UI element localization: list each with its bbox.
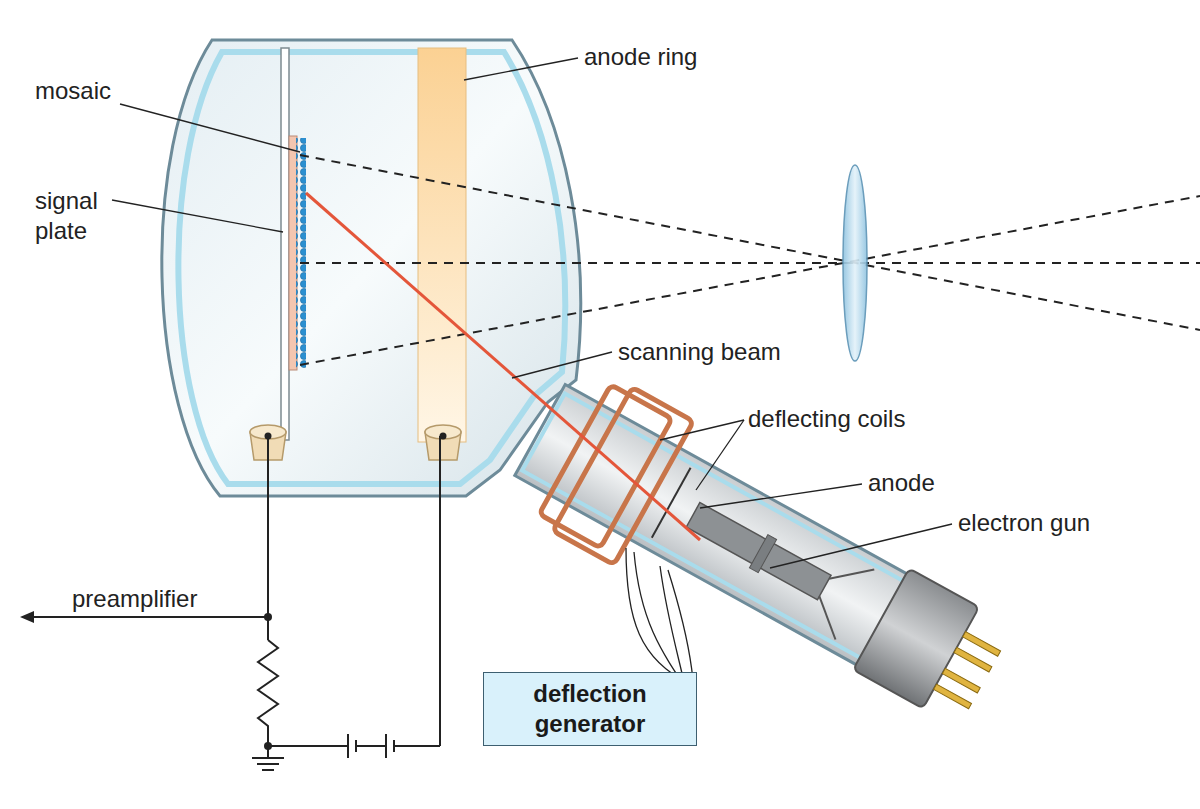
- mosaic-backing: [289, 136, 297, 370]
- junction-dot: [264, 742, 272, 750]
- signal-plate-label: signal plate: [35, 186, 115, 246]
- glass-bulb: [162, 40, 581, 496]
- generator-box: deflection generator: [483, 672, 697, 746]
- electron-gun-label: electron gun: [958, 508, 1090, 538]
- electron-gun: [686, 503, 831, 600]
- junction-dot: [264, 613, 272, 621]
- scanning-beam: [306, 193, 700, 540]
- generator-label: deflection generator: [503, 679, 677, 739]
- leader-lines: [112, 58, 952, 568]
- sockets: [250, 425, 461, 460]
- lens: [843, 165, 867, 361]
- scanning-beam-label: scanning beam: [618, 337, 781, 367]
- glass-inner: [178, 52, 565, 484]
- deflecting-coils-label: deflecting coils: [748, 404, 905, 434]
- preamplifier-label: preamplifier: [72, 584, 197, 614]
- anode-ring: [418, 48, 466, 442]
- tube-base: [853, 568, 979, 708]
- anode-label: anode: [868, 468, 935, 498]
- tube-neck: [500, 358, 1026, 749]
- arrowhead: [20, 611, 34, 623]
- anode-ring-label: anode ring: [584, 42, 697, 72]
- light-rays: [300, 155, 1200, 365]
- mosaic: [296, 138, 306, 368]
- signal-plate: [281, 48, 289, 440]
- mosaic-label: mosaic: [35, 76, 111, 106]
- circuit: [32, 436, 440, 770]
- deflecting-coils: [535, 378, 693, 565]
